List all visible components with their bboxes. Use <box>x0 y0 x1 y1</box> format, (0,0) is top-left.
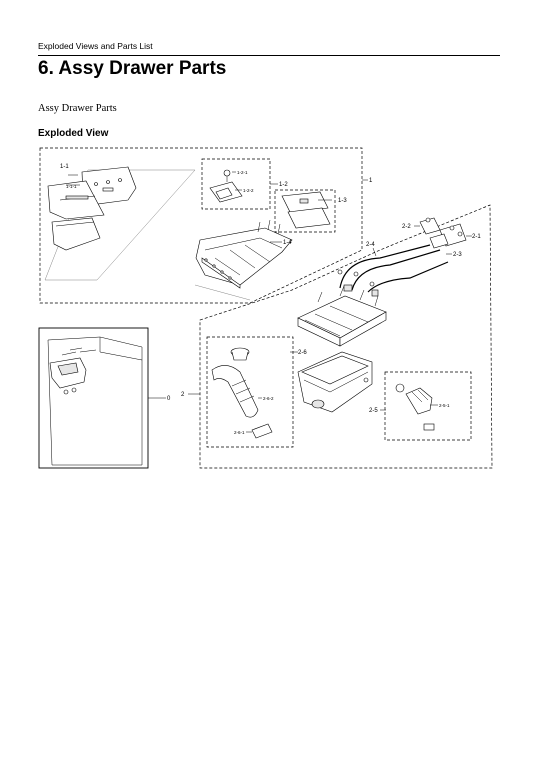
washer-cabinet-part <box>47 336 143 466</box>
drawer-panel-part <box>47 166 137 251</box>
callout-0: 0 <box>167 396 171 402</box>
bellows-part <box>395 383 435 431</box>
leader-lines <box>66 171 472 433</box>
callout-1-1: 1-1 <box>60 164 69 170</box>
callout-1-1-1: 1-1-1 <box>66 184 77 189</box>
group-1-3-outline <box>274 189 336 233</box>
inlet-hoses-part <box>337 244 449 293</box>
group-2-6-outline <box>206 336 294 448</box>
callout-1-3: 1-3 <box>338 198 347 204</box>
callout-1-2-2: 1-2-2 <box>243 188 254 193</box>
section-heading: Exploded View <box>38 128 109 139</box>
group-0-box <box>38 327 149 469</box>
callout-2-6-2: 2-6-2 <box>263 396 274 401</box>
callout-2: 2 <box>181 392 185 398</box>
group-1-2-outline <box>201 158 271 210</box>
group-2-5-outline <box>384 371 472 441</box>
valve-part <box>419 217 467 249</box>
group-1-outline <box>39 147 363 304</box>
callout-2-6-1: 2-6-1 <box>234 430 245 435</box>
callout-2-6: 2-6 <box>298 350 307 356</box>
callout-2-5: 2-5 <box>369 408 378 414</box>
hose-part <box>211 347 273 439</box>
drawer-tray-part <box>297 351 373 413</box>
callout-2-1: 2-1 <box>472 234 481 240</box>
callout-2-3: 2-3 <box>453 252 462 258</box>
callout-1: 1 <box>369 178 373 184</box>
page-header: Exploded Views and Parts List <box>38 36 500 56</box>
callout-2-4: 2-4 <box>366 242 375 248</box>
group-2-outline <box>199 204 493 469</box>
callout-1-2: 1-2 <box>279 182 288 188</box>
page-subtitle: Assy Drawer Parts <box>38 103 117 114</box>
callout-2-5-1: 2-5-1 <box>439 403 450 408</box>
callout-1-2-1: 1-2-1 <box>237 170 248 175</box>
drawer-housing-part <box>195 219 293 289</box>
frame-part <box>297 284 387 347</box>
siphon-cap-part <box>209 169 243 203</box>
cover-part <box>281 191 331 229</box>
page-title: 6. Assy Drawer Parts <box>38 58 227 79</box>
header-text: Exploded Views and Parts List <box>38 41 153 51</box>
callout-1-4: 1-4 <box>283 240 292 246</box>
callout-2-2: 2-2 <box>402 224 411 230</box>
housing-projection <box>194 284 251 301</box>
